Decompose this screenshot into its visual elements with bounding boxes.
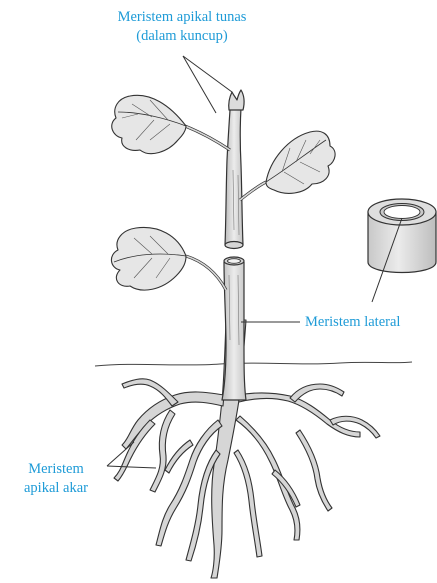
label-root-apical-meristem: Meristem apikal akar <box>4 460 108 498</box>
leader-shoot-apical <box>183 56 216 113</box>
leaf-top-left <box>112 95 230 153</box>
stem-cross-section-cylinder <box>368 199 436 273</box>
label-lateral-meristem: Meristem lateral <box>305 313 400 332</box>
leaf-lower-left <box>111 227 226 290</box>
label-shoot-apical-line2: (dalam kuncup) <box>56 27 308 46</box>
leaf-right <box>240 131 335 200</box>
stem-upper <box>225 90 244 249</box>
leader-shoot-apical-2 <box>183 56 232 92</box>
label-root-apical-line2: apikal akar <box>4 479 108 498</box>
label-root-apical-line1: Meristem <box>4 460 108 479</box>
label-shoot-apical-meristem: Meristem apikal tunas (dalam kuncup) <box>56 8 308 46</box>
root-system <box>114 320 380 578</box>
label-lateral-text: Meristem lateral <box>305 314 400 330</box>
label-shoot-apical-line1: Meristem apikal tunas <box>56 8 308 27</box>
soil-line <box>95 362 412 366</box>
stem-lower <box>222 257 246 400</box>
leader-root-apical-2 <box>107 466 156 468</box>
